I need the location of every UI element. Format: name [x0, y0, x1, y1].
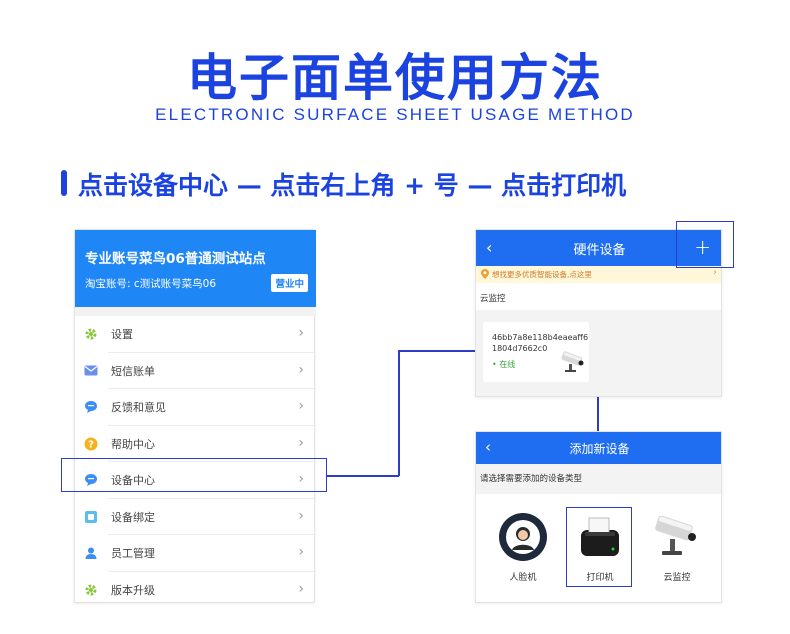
device-id: 46bb7a8e118b4eaeaff61804d7662c0: [492, 333, 589, 353]
settings-menu: 设置 › 短信账单 › 反馈和意见 › ? 帮助中心 ›: [75, 316, 316, 608]
menu-item-label: 设备绑定: [111, 510, 155, 524]
menu-item-label: 设置: [111, 328, 133, 342]
section-label: 云监控: [480, 294, 506, 304]
menu-item-label: 版本升级: [111, 583, 155, 597]
person-icon: [83, 545, 99, 561]
location-pin-icon: [481, 269, 489, 279]
chat-bubble-icon: [83, 472, 99, 488]
highlight-add-button: [676, 221, 734, 268]
divider: [108, 461, 316, 462]
menu-item-label: 短信账单: [111, 364, 155, 378]
notice-bar[interactable]: 想找更多优质智能设备,点这里 ›: [476, 266, 721, 283]
chevron-right-icon: ›: [298, 398, 304, 414]
device-type-label: 打印机: [586, 573, 614, 583]
divider: [108, 424, 316, 426]
gear-icon: [83, 326, 99, 342]
device-type-printer[interactable]: 打印机: [565, 512, 635, 592]
printer-icon: [581, 517, 619, 556]
chevron-right-icon: ›: [298, 434, 304, 451]
chevron-right-icon: ›: [298, 471, 304, 487]
camera-icon: [655, 515, 696, 555]
menu-item-feedback[interactable]: 反馈和意见 ›: [75, 389, 316, 426]
help-icon: ?: [83, 436, 99, 452]
account-title: 专业账号菜鸟06普通测试站点: [85, 251, 266, 267]
step-marker: [61, 170, 67, 196]
divider: [108, 351, 316, 353]
divider: [108, 497, 316, 499]
prompt-bar: [476, 464, 721, 494]
highlight-device-center: [61, 458, 327, 492]
menu-item-device-bind[interactable]: 设备绑定 ›: [75, 499, 316, 535]
chevron-right-icon: ›: [298, 325, 304, 341]
highlight-printer: [566, 507, 632, 587]
menu-item-help[interactable]: ? 帮助中心 ›: [75, 426, 316, 462]
hardware-panel: ‹ 硬件设备 + 想找更多优质智能设备,点这里 › 云监控 46bb7a8e11…: [475, 229, 722, 397]
menu-item-label: 设备中心: [111, 474, 155, 488]
add-device-header: ‹ 添加新设备: [476, 432, 721, 464]
add-device-button[interactable]: +: [694, 235, 711, 259]
device-bind-icon: [83, 509, 99, 525]
page-subtitle: ELECTRONIC SURFACE SHEET USAGE METHOD: [155, 105, 635, 124]
chevron-right-icon: ›: [298, 580, 304, 597]
step-instruction: 点击设备中心 — 点击右上角 + 号 — 点击打印机: [78, 171, 627, 200]
connector-line: [327, 475, 399, 477]
gear-icon: [83, 582, 99, 598]
back-icon[interactable]: ‹: [486, 238, 493, 257]
chevron-right-icon: ›: [298, 544, 304, 560]
hardware-title: 硬件设备: [573, 243, 626, 258]
connector-line: [398, 350, 476, 352]
device-type-face[interactable]: 人脸机: [488, 512, 558, 592]
device-card[interactable]: 46bb7a8e118b4eaeaff61804d7662c0 • 在线: [483, 322, 589, 382]
hardware-header: ‹ 硬件设备 +: [476, 230, 721, 266]
divider: [108, 570, 316, 572]
add-device-title: 添加新设备: [569, 442, 630, 456]
prompt-text: 请选择需要添加的设备类型: [480, 474, 583, 484]
menu-item-upgrade[interactable]: 版本升级 ›: [75, 572, 316, 609]
menu-item-label: 反馈和意见: [111, 401, 166, 415]
account-header: 专业账号菜鸟06普通测试站点 淘宝账号: c测试账号菜鸟06 营业中: [75, 230, 316, 307]
divider: [108, 388, 316, 389]
add-device-panel: ‹ 添加新设备 请选择需要添加的设备类型 人脸机 打印机 云监控: [475, 431, 722, 603]
page-title: 电子面单使用方法: [187, 49, 603, 107]
connector-line: [597, 397, 599, 431]
chevron-right-icon: ›: [298, 361, 304, 378]
menu-item-label: 员工管理: [111, 547, 155, 561]
divider: [75, 307, 316, 316]
camera-icon: [561, 351, 584, 372]
divider: [108, 534, 316, 535]
chat-bubble-icon: [83, 399, 99, 415]
device-type-label: 人脸机: [509, 573, 537, 583]
menu-item-settings[interactable]: 设置 ›: [75, 316, 316, 353]
notice-text: 想找更多优质智能设备,点这里: [492, 270, 592, 279]
menu-item-sms-bill[interactable]: 短信账单 ›: [75, 353, 316, 389]
device-type-label: 云监控: [663, 573, 691, 583]
menu-item-staff[interactable]: 员工管理 ›: [75, 535, 316, 572]
menu-item-label: 帮助中心: [111, 437, 155, 451]
connector-line: [398, 350, 400, 476]
device-type-cloud-camera[interactable]: 云监控: [642, 512, 712, 592]
chevron-right-icon: ›: [298, 507, 304, 524]
device-status: • 在线: [492, 360, 516, 369]
account-panel: 专业账号菜鸟06普通测试站点 淘宝账号: c测试账号菜鸟06 营业中 设置 › …: [74, 229, 316, 603]
menu-item-device-center[interactable]: 设备中心 ›: [75, 462, 316, 499]
svg-text:?: ?: [88, 439, 94, 450]
chevron-right-icon: ›: [713, 267, 717, 278]
account-subtitle: 淘宝账号: c测试账号菜鸟06: [85, 278, 217, 290]
status-badge: 营业中: [271, 274, 308, 292]
face-recognition-icon: [499, 513, 547, 561]
back-icon[interactable]: ‹: [485, 438, 491, 456]
mail-icon: [83, 363, 99, 379]
